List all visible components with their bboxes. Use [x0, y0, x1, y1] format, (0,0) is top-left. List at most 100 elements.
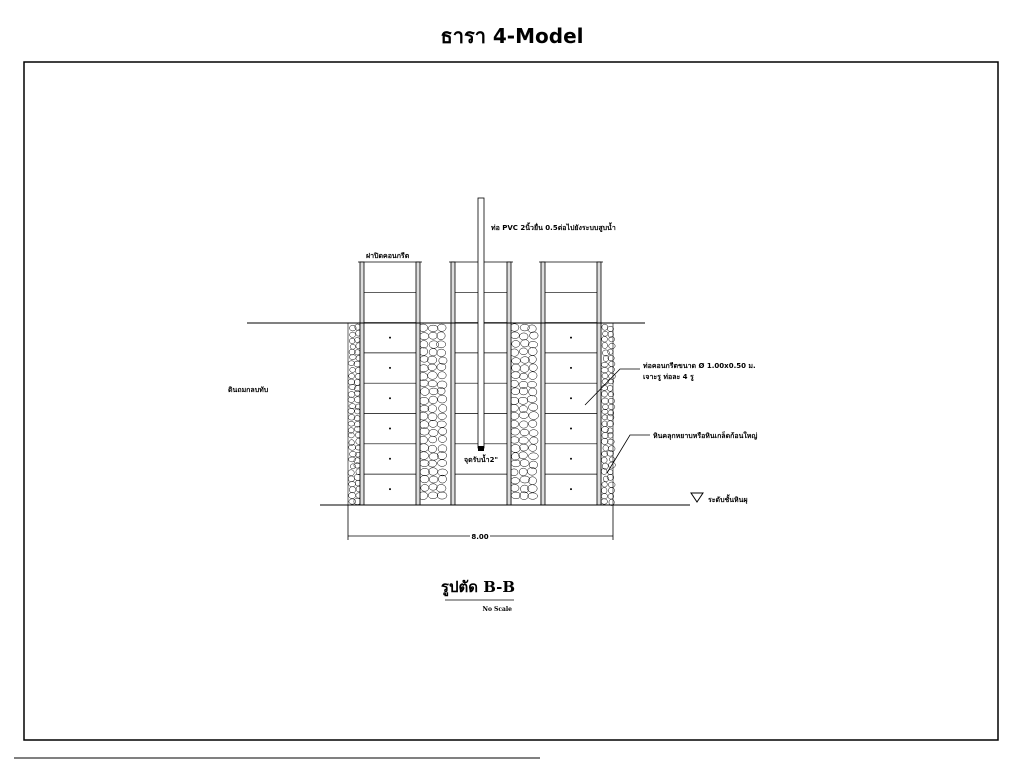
- gravel-stone: [528, 403, 539, 412]
- gravel-stone: [519, 347, 528, 356]
- gravel-stone: [519, 364, 530, 373]
- gravel-stone: [606, 450, 614, 457]
- pvc-inlet: [478, 446, 484, 451]
- gravel-stone: [601, 336, 608, 343]
- dimension-text-mask: [470, 532, 490, 540]
- gravel-stone: [606, 474, 615, 481]
- gravel-stone: [428, 429, 439, 437]
- gravel-stone: [348, 456, 356, 463]
- lid-label: ฝาปิดคอนกรีต: [366, 252, 410, 260]
- gravel-stone: [436, 491, 448, 500]
- drain-hole: [570, 366, 572, 369]
- inlet-label: จุดรับน้ำ2": [464, 453, 498, 464]
- gravel-stone: [519, 372, 528, 380]
- gravel-label: หินคลุกหยาบหรือหินเกล็ดก้อนใหญ่: [653, 431, 758, 440]
- pipe-label-2: เจาะรู ท่อละ 4 รู: [643, 373, 694, 382]
- gravel-stone: [437, 412, 447, 420]
- gravel-stone: [520, 484, 530, 494]
- gravel-stone: [528, 371, 538, 380]
- gravel-stone: [528, 429, 539, 437]
- gravel-stone: [607, 398, 616, 404]
- drain-hole: [570, 427, 572, 430]
- gravel-stone: [438, 356, 448, 365]
- pipe-wall: [359, 261, 365, 506]
- scale-text: No Scale: [482, 606, 512, 613]
- pipe-wall: [506, 261, 512, 506]
- gravel-stone: [601, 414, 608, 421]
- pipe-wall: [596, 261, 602, 506]
- gravel-stone: [438, 427, 447, 436]
- gravel-stone: [528, 387, 538, 397]
- gravel-stone: [436, 420, 447, 428]
- gravel-stone: [608, 336, 615, 343]
- gravel-stone: [428, 491, 439, 500]
- pipe-wall: [540, 261, 546, 506]
- gravel-stone: [428, 483, 438, 491]
- gravel-stone: [608, 461, 616, 469]
- gravel-stone: [519, 387, 528, 396]
- gravel-stone: [518, 411, 529, 419]
- gravel-stone: [608, 498, 615, 506]
- gravel-stone: [607, 445, 616, 452]
- pipe-label-1: ท่อคอนกรีตขนาด Ø 1.00x0.50 ม.: [643, 362, 756, 370]
- pipe-wall: [450, 261, 456, 506]
- gravel-stone: [607, 391, 615, 398]
- gravel-stone: [601, 432, 609, 439]
- gravel-stone: [350, 463, 356, 470]
- gravel-stone: [427, 324, 439, 332]
- gravel-stone: [347, 396, 355, 403]
- gravel-stone: [528, 444, 538, 452]
- gravel-stone: [436, 348, 446, 357]
- gravel-stone: [526, 395, 538, 403]
- gravel-stone: [428, 435, 438, 444]
- gravel-stone: [607, 385, 614, 392]
- page-title: ธารา 4-Model: [440, 24, 584, 48]
- level-label: ระดับชั้นหินผุ: [708, 493, 748, 504]
- gravel-stone: [601, 390, 608, 398]
- gravel-stone: [519, 420, 529, 429]
- gravel-stone: [348, 432, 355, 439]
- gravel-stone: [428, 475, 439, 484]
- gravel-stone: [527, 324, 537, 333]
- gravel-stone: [348, 439, 355, 446]
- gravel-stone: [437, 444, 448, 453]
- gravel-stone: [348, 498, 356, 505]
- drain-hole: [389, 397, 391, 400]
- level-triangle-icon: [690, 492, 704, 503]
- gravel-stone: [519, 459, 530, 467]
- gravel-stone: [529, 331, 539, 340]
- gravel-stone: [437, 468, 448, 477]
- gravel-stone: [519, 324, 530, 332]
- gravel-stone: [518, 405, 528, 413]
- gravel-stone: [518, 381, 529, 389]
- gravel-stone: [427, 363, 437, 371]
- gravel-stone: [519, 332, 529, 341]
- gravel-stone: [607, 330, 614, 338]
- gravel-stone: [436, 387, 446, 395]
- gravel-stone: [427, 404, 437, 413]
- gravel-stone: [427, 444, 437, 454]
- gravel-stone: [436, 363, 447, 371]
- gravel-stone: [601, 481, 608, 488]
- gravel-stone: [427, 459, 437, 468]
- gravel-stone: [511, 452, 520, 461]
- gravel-stone: [436, 340, 446, 349]
- gravel-stone: [347, 360, 355, 366]
- gravel-stone: [601, 462, 609, 470]
- gravel-stone: [438, 435, 447, 443]
- gravel-stone: [438, 474, 447, 484]
- gravel-stone: [607, 403, 616, 410]
- gravel-stone: [528, 452, 539, 460]
- gravel-stone: [349, 331, 356, 338]
- gravel-stone: [519, 491, 529, 500]
- gravel-stone: [527, 341, 538, 349]
- gravel-stone: [603, 475, 609, 482]
- gravel-stone: [349, 324, 357, 332]
- drain-hole: [389, 457, 391, 460]
- pvc-pipe: [477, 197, 485, 449]
- gravel-stone: [511, 340, 521, 348]
- gravel-stone: [527, 492, 538, 500]
- gravel-stone: [528, 460, 538, 470]
- gravel-stone: [428, 331, 438, 340]
- gravel-stone: [528, 411, 539, 420]
